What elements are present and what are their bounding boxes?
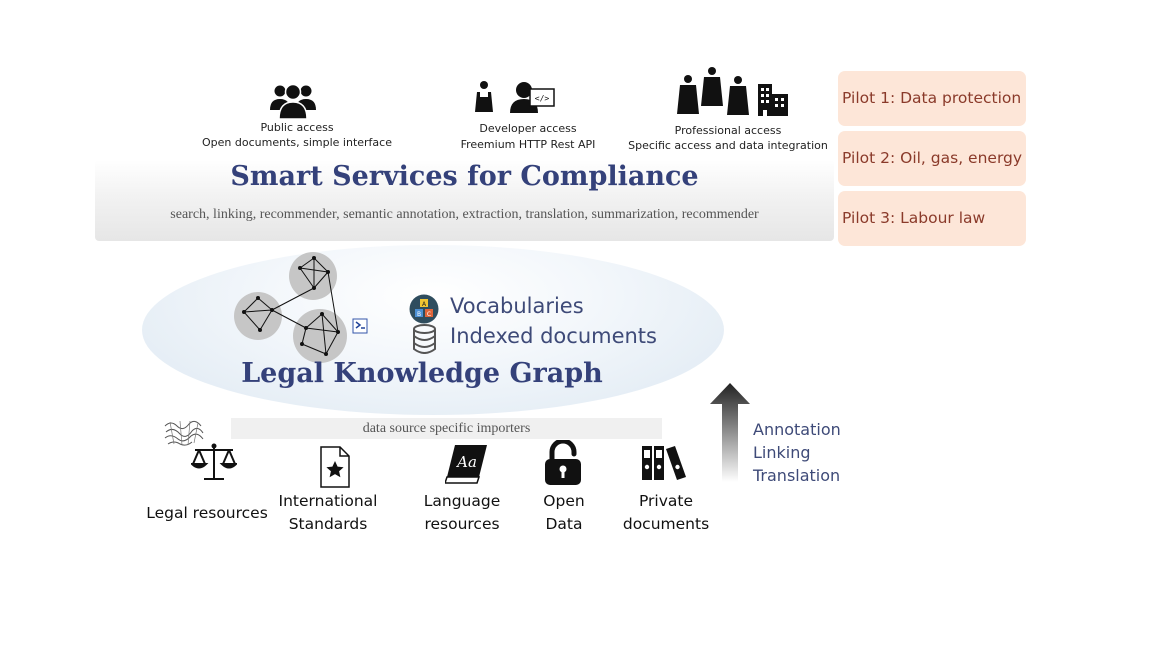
unlock-icon	[545, 440, 581, 485]
resource-standards-line1: International	[278, 492, 378, 510]
resource-legal-line1: Legal resources	[146, 504, 268, 522]
svg-text:</>: </>	[535, 94, 550, 103]
public-access-subtitle: Open documents, simple interface	[202, 136, 392, 149]
document-star-icon	[320, 446, 350, 488]
services-list: search, linking, recommender, semantic a…	[170, 207, 759, 222]
services-title: Smart Services for Compliance	[230, 161, 699, 192]
developer-icon: </>	[475, 81, 555, 113]
resource-private-line2: documents	[622, 515, 710, 533]
resource-language-line2: resources	[424, 515, 500, 533]
services-panel	[95, 160, 834, 241]
professional-access-subtitle: Specific access and data integration	[628, 139, 828, 152]
resource-open-line2: Data	[545, 515, 583, 533]
abc-icon: A B C	[409, 294, 439, 324]
developer-access-title: Developer access	[479, 122, 577, 135]
process-translation: Translation	[753, 466, 841, 485]
developer-access-subtitle: Freemium HTTP Rest API	[460, 138, 596, 151]
svg-text:C: C	[427, 311, 431, 318]
svg-text:B: B	[417, 311, 421, 318]
up-arrow-icon	[710, 383, 750, 482]
knowledge-graph-title: Legal Knowledge Graph	[241, 358, 603, 389]
svg-text:A: A	[422, 301, 427, 308]
resource-standards-line2: Standards	[288, 515, 368, 533]
group-icon	[270, 83, 316, 120]
process-linking: Linking	[753, 443, 811, 462]
importers-bar: data source specific importers	[231, 418, 662, 439]
process-annotation: Annotation	[753, 420, 841, 439]
pilot-data-protection: Pilot 1: Data protection	[838, 71, 1026, 126]
scales-icon	[191, 443, 237, 480]
professional-access-title: Professional access	[674, 124, 782, 137]
resource-language-line1: Language	[423, 492, 501, 510]
building-icon	[758, 84, 788, 116]
kg-vocabularies: Vocabularies	[450, 294, 584, 318]
svg-text:Aa: Aa	[455, 453, 477, 471]
binders-icon	[642, 446, 686, 480]
scribble-logo-icon	[164, 420, 204, 446]
database-icon	[413, 324, 436, 354]
public-access-title: Public access	[260, 121, 334, 134]
resource-open-line1: Open	[543, 492, 585, 510]
professionals-icon	[677, 67, 749, 115]
dictionary-icon: Aa	[445, 445, 487, 484]
graph-cluster-icon	[234, 252, 368, 363]
pilot-labour-law: Pilot 3: Labour law	[838, 191, 1026, 246]
resource-private-line1: Private	[638, 492, 694, 510]
kg-indexed-documents: Indexed documents	[450, 324, 657, 348]
pilot-oil-gas-energy: Pilot 2: Oil, gas, energy	[838, 131, 1026, 186]
